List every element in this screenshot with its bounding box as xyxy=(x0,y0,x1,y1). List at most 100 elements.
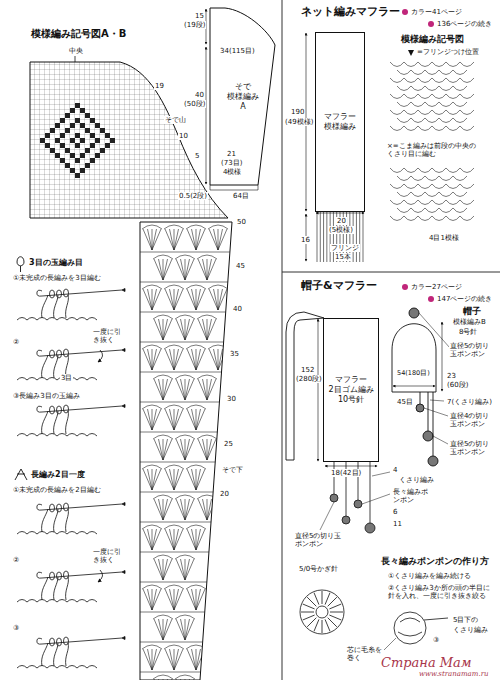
row-number: 45 xyxy=(235,262,246,270)
note-text: ×=こま編みは前段の中央のくさり目に編む xyxy=(386,142,482,158)
node-text: 10号針 xyxy=(337,395,365,405)
note-text: 直径5の切り玉ポンポン xyxy=(294,532,344,548)
note-text: 4 xyxy=(392,466,398,474)
chart-label: そで下 xyxy=(221,466,244,474)
section-heading: 長々編みポンポンの作り方 xyxy=(380,556,490,566)
dimension-label: 0.5(2段) xyxy=(178,192,208,200)
dimension-label: 20 xyxy=(336,217,347,225)
section-heading: 模様編み記号図 xyxy=(400,34,465,44)
step-text: 一度に引き抜く xyxy=(92,328,124,344)
step-text: ③長編み3目の玉編み xyxy=(12,392,81,400)
page-ref: 136ページの続き xyxy=(436,20,493,28)
node-text: マフラー xyxy=(334,375,368,385)
step-text: 一度に引き抜く xyxy=(92,548,124,564)
section-heading: ネット編みマフラー xyxy=(300,6,401,19)
section-heading: 3目の玉編み目 xyxy=(28,258,84,267)
section-heading: 長編み2目一度 xyxy=(30,470,86,479)
node-text: そで xyxy=(234,82,252,92)
node-text: 模様編み xyxy=(323,122,357,132)
fringe-marker xyxy=(408,50,414,56)
dimension-label: 21 xyxy=(226,150,237,158)
step-text: ② xyxy=(12,556,20,564)
watermark: Страна Мам xyxy=(380,656,473,671)
dimension-lines xyxy=(206,9,442,466)
note-text: 模様編みB xyxy=(452,318,487,326)
step-text: ② xyxy=(12,338,20,346)
step-text: 3目 xyxy=(60,374,73,382)
note-text: 8号針 xyxy=(458,328,478,336)
panel-divider xyxy=(282,0,500,680)
section-heading: 帽子 xyxy=(462,306,482,316)
row-number: 19 xyxy=(154,82,165,90)
step-text: ①くさり編みを編み続ける xyxy=(387,572,497,580)
note-text: 長々編みポンポン xyxy=(392,488,434,504)
note-text: 直径5の切り玉ポンポン xyxy=(449,440,497,456)
note-text: 15本 xyxy=(334,253,352,261)
note-text: 11 xyxy=(392,520,403,528)
pompom-strings xyxy=(320,462,390,533)
scarf-schematic: マフラー2目ゴム編み10号針 xyxy=(323,318,378,462)
page-ref: 147ページの続き xyxy=(436,295,493,303)
step-text: ①未完成の長編みを2目編む xyxy=(12,486,102,494)
row-number: 50 xyxy=(236,218,247,226)
section-heading: 帽子&マフラー xyxy=(300,280,378,293)
dimension-label: (5模様) xyxy=(328,226,354,234)
watermark: www.stranamam.ru xyxy=(418,670,490,678)
page-ref: カラー27ページ xyxy=(410,283,463,291)
fan-stitch-chart xyxy=(140,222,232,680)
step-text: ①未完成の長編みを3目編む xyxy=(12,274,102,282)
step-text: ②くさり編み3か所の頭の半目に針を入れ、一度に引き抜き絞る xyxy=(387,584,497,600)
section-heading: 模様編み記号図A・B xyxy=(30,28,127,40)
dimension-label: 64目 xyxy=(232,192,250,200)
dimension-label: (49模様) xyxy=(284,118,314,126)
note-text: =フリンジつけ位置 xyxy=(416,48,480,56)
note-text: 6 xyxy=(392,508,398,516)
dimension-label: 152 xyxy=(300,366,315,374)
dimension-label: 4模様 xyxy=(222,168,242,176)
note-text: くさり編み xyxy=(398,476,435,484)
dimension-label: (50段) xyxy=(183,100,206,108)
note-text: フリンジ xyxy=(330,244,360,252)
dimension-label: (73目) xyxy=(220,159,243,167)
fringe xyxy=(317,212,363,262)
chart-label: 中央 xyxy=(68,47,84,55)
row-number: 40 xyxy=(232,305,243,313)
note-text: 4目1模様 xyxy=(428,234,460,242)
row-number: 5 xyxy=(194,152,200,160)
row-number: 35 xyxy=(229,350,240,358)
step-text: ③ xyxy=(12,624,20,632)
dimension-label: (60段) xyxy=(446,381,469,389)
scarf-schematic: マフラー模様編み xyxy=(315,32,365,212)
row-number: 25 xyxy=(223,440,234,448)
step-text: 5目下の xyxy=(452,616,479,624)
dimension-label: 190 xyxy=(290,108,305,116)
row-number: 20 xyxy=(219,490,230,498)
dimension-label: (19段) xyxy=(183,21,206,29)
page-ref: カラー41ページ xyxy=(410,8,463,16)
note-text: 直径5の切り玉ポンポン xyxy=(449,342,497,358)
dimension-label: 40 xyxy=(194,91,205,99)
filet-chart xyxy=(30,56,230,222)
stitch-steps xyxy=(15,257,125,668)
node-text: 2目ゴム編み xyxy=(327,385,374,395)
dimension-label: 15 xyxy=(194,12,205,20)
dimension-label: 54(180目) xyxy=(396,370,431,377)
step-text: ③ xyxy=(432,636,440,644)
note-text: 直径4の切り玉ポンポン xyxy=(449,412,497,428)
step-text: くさり編み xyxy=(452,626,489,634)
step-text: 芯に毛糸を巻く xyxy=(346,646,384,662)
node-text: A xyxy=(239,102,246,112)
row-number: 30 xyxy=(226,395,237,403)
note-text: 7(くさり編み) xyxy=(446,398,493,406)
hat-schematic xyxy=(392,308,450,466)
dimension-label: 16 xyxy=(300,236,311,244)
chart-label: そで山 xyxy=(164,116,187,124)
dimension-label: (280段) xyxy=(295,375,323,383)
scarf-folded-end xyxy=(286,312,324,460)
node-text: マフラー xyxy=(323,112,357,122)
dimension-label: 34(115目) xyxy=(219,47,256,55)
note-text: 5/0号かぎ針 xyxy=(298,565,339,573)
node-text: 模様編み xyxy=(226,92,260,102)
dimension-label: 45目 xyxy=(396,398,414,406)
row-number: 10 xyxy=(178,132,189,140)
